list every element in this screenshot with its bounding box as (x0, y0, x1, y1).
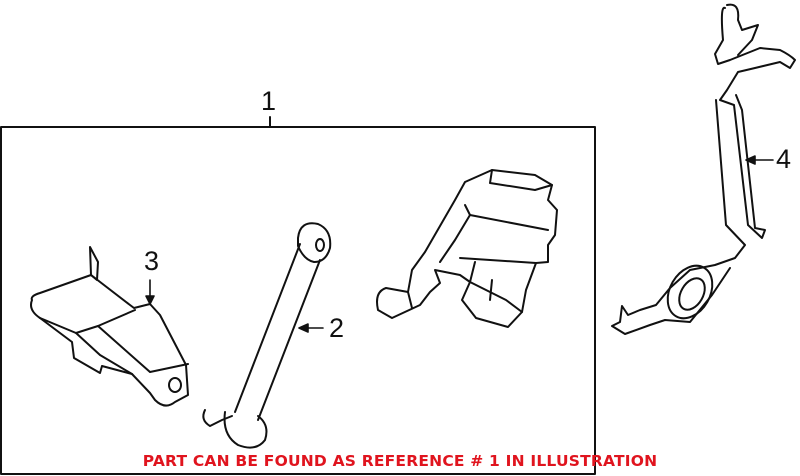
leader-lines (145, 155, 774, 333)
sensor-module-drawing (376, 169, 558, 328)
callout-2: 2 (329, 313, 345, 343)
mounting-bracket-drawing (30, 246, 189, 407)
callout-3: 3 (144, 246, 160, 276)
callout-1: 1 (261, 86, 277, 116)
reference-caption: PART CAN BE FOUND AS REFERENCE # 1 IN IL… (142, 452, 658, 470)
link-rod-drawing (202, 222, 332, 449)
sensor-harness-drawing (611, 3, 796, 335)
assembly-box (0, 116, 596, 475)
callout-4: 4 (776, 144, 792, 174)
